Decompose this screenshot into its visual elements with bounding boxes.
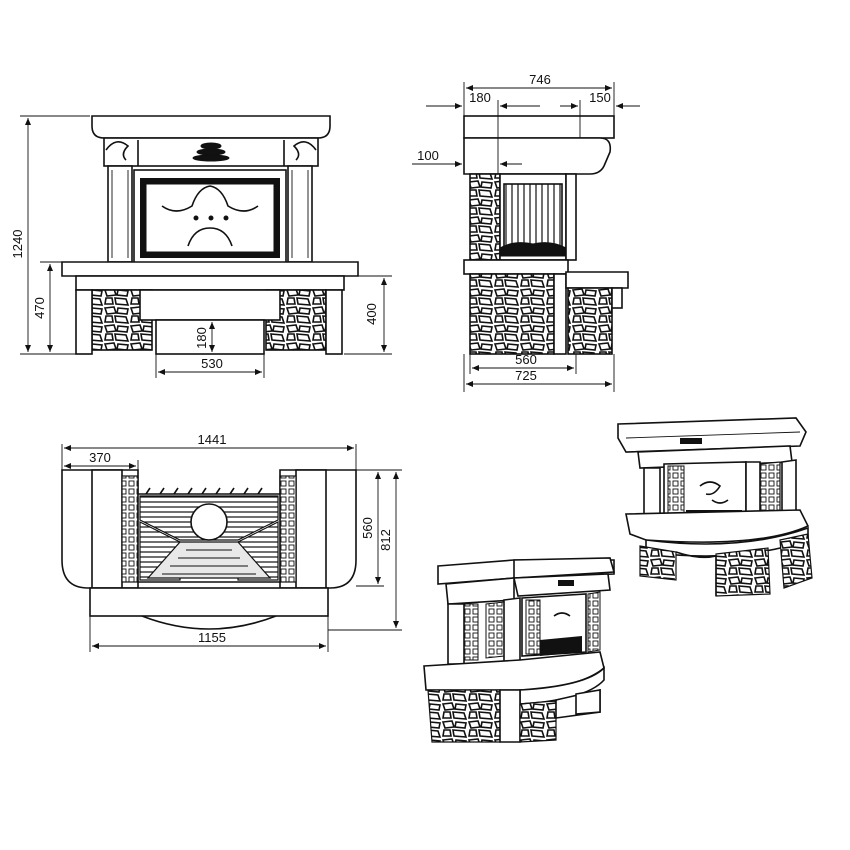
dim-plan-inner-depth: 560 (360, 517, 375, 539)
dim-front-base-height: 470 (32, 297, 47, 319)
plan-view: 1441 370 560 812 1155 (61, 432, 402, 652)
dim-front-total-height: 1240 (10, 230, 25, 259)
isometric-view-right (617, 417, 813, 597)
dim-side-left-overhang: 180 (469, 90, 491, 105)
dim-plan-total-width: 1441 (198, 432, 227, 447)
dim-side-base-inner: 560 (515, 352, 537, 367)
dim-front-opening-height: 180 (194, 327, 209, 349)
dim-side-cornice-depth: 100 (417, 148, 439, 163)
dim-plan-total-depth: 812 (378, 529, 393, 551)
dim-front-opening-width: 530 (201, 356, 223, 371)
dim-plan-base-width: 1155 (198, 630, 226, 645)
dim-plan-wing-width: 370 (89, 450, 111, 465)
isometric-view-left (423, 557, 616, 743)
dim-side-top-width: 746 (529, 72, 551, 87)
dim-side-base-outer: 725 (515, 368, 537, 383)
dim-front-side-height: 400 (364, 303, 379, 325)
front-view: 1240 470 400 180 530 (10, 115, 392, 378)
dim-side-right-overhang: 150 (589, 90, 611, 105)
mantel-emblem-icon (192, 142, 230, 162)
side-view: 746 180 150 100 560 725 (412, 72, 640, 392)
